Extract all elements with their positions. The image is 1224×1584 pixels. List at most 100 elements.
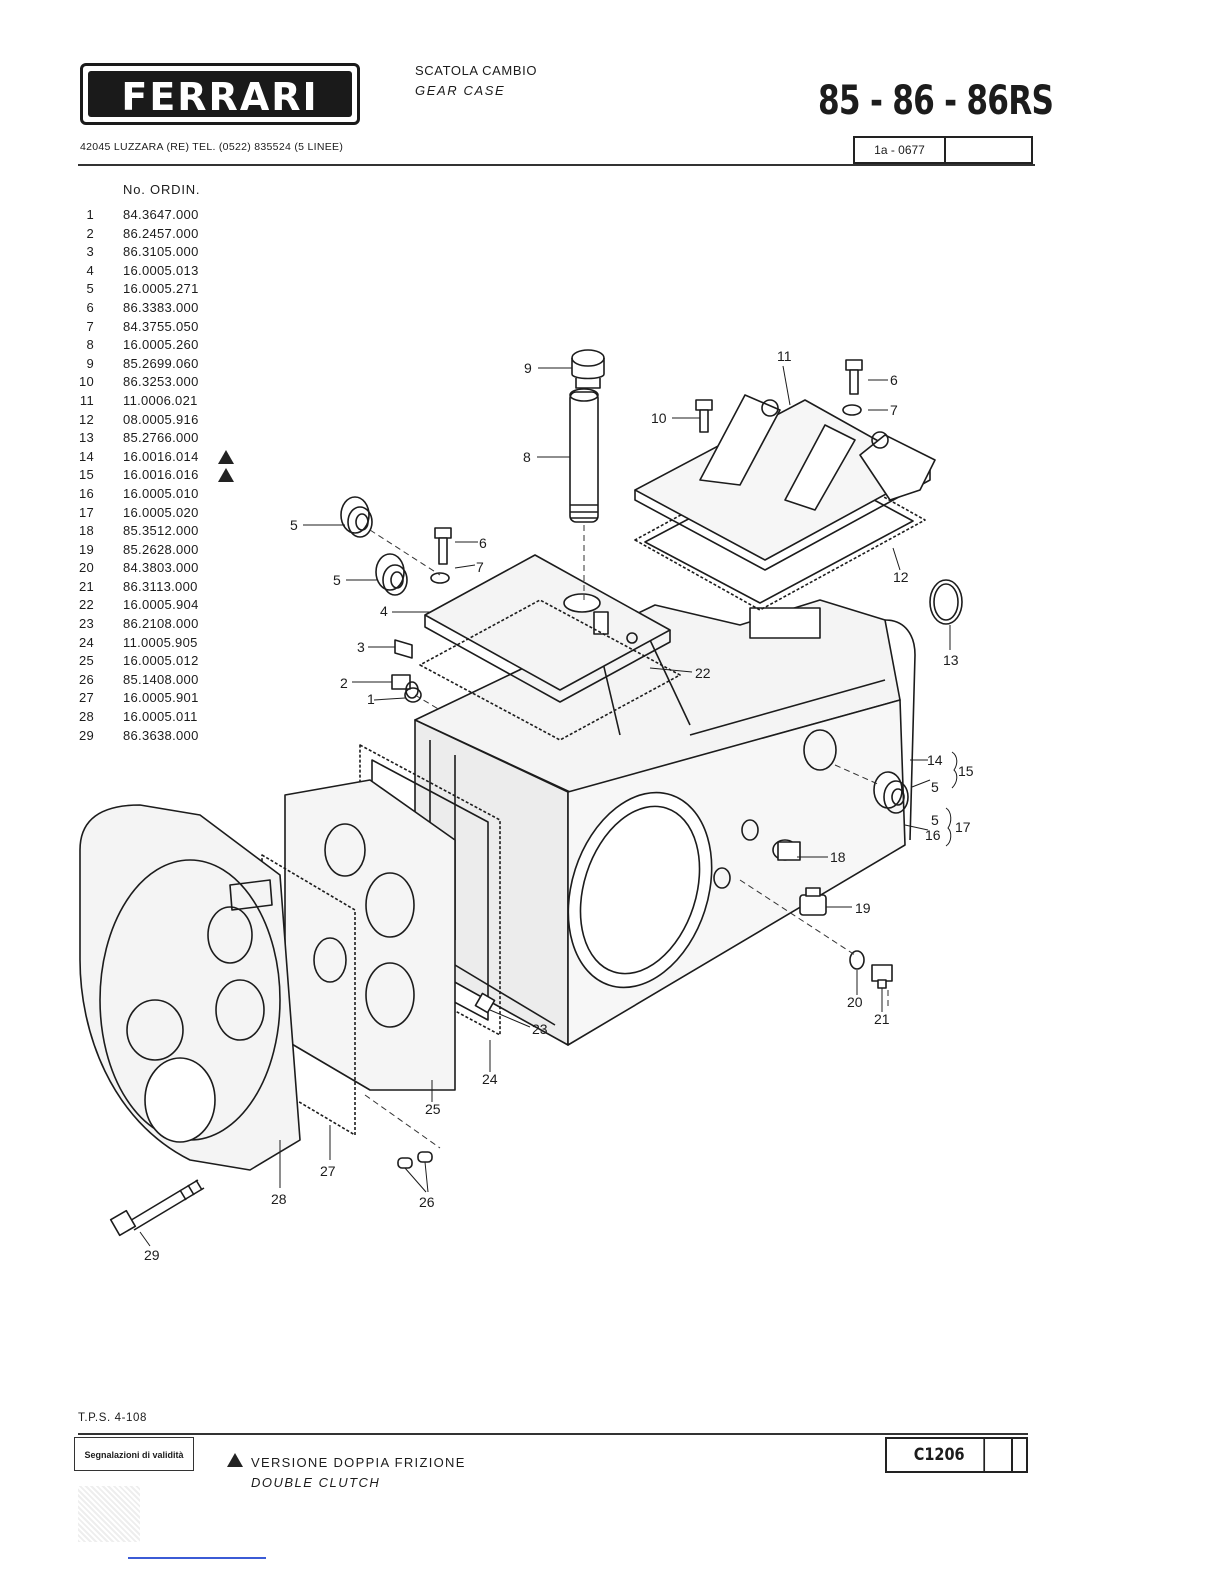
plug-19 [799, 887, 827, 916]
callout-24: 24 [482, 1071, 498, 1087]
part-order-code: 16.0005.260 [123, 337, 199, 353]
callout-20: 20 [847, 994, 863, 1010]
part-item-number: 24 [78, 634, 94, 650]
part-order-code: 16.0005.271 [123, 281, 199, 297]
header-divider [78, 164, 1035, 166]
plug-18 [772, 839, 801, 861]
part-item-number: 21 [78, 578, 94, 594]
part-order-code: 16.0005.901 [123, 690, 199, 706]
bolt-6-top [845, 359, 863, 395]
order-number-header: No. ORDIN. [123, 182, 201, 197]
part-item-number: 28 [78, 709, 94, 725]
bolt-10 [695, 399, 713, 433]
footer-divider [78, 1433, 1028, 1435]
double-clutch-triangle-icon [218, 468, 234, 483]
logo-plate: FERRARI [88, 71, 352, 119]
callout-18: 18 [830, 849, 846, 865]
leader-lines [139, 365, 958, 1247]
part-item-number: 16 [78, 485, 94, 501]
reference-box: 1a - 0677 [853, 136, 1033, 164]
part-order-code: 16.0016.014 [123, 448, 199, 464]
reference-code: 1a - 0677 [855, 138, 946, 162]
model-numbers: 85 - 86 - 86RS [818, 78, 1054, 124]
part-order-code: 86.3105.000 [123, 244, 199, 260]
washer-7-top [842, 404, 862, 416]
callout-5-side-b: 5 [931, 812, 939, 828]
part-order-code: 86.3113.000 [123, 578, 198, 594]
page-code-box: C1206 [885, 1437, 1028, 1473]
part-order-code: 16.0016.016 [123, 467, 199, 483]
part-order-code: 16.0005.020 [123, 504, 199, 520]
part-item-number: 26 [78, 671, 94, 687]
callout-12: 12 [893, 569, 909, 585]
part-order-code: 16.0005.011 [123, 709, 198, 725]
plug-21 [871, 964, 893, 989]
part-order-code: 11.0005.905 [123, 634, 198, 650]
title-italian: SCATOLA CAMBIO [415, 63, 538, 78]
part-item-number: 12 [78, 411, 94, 427]
callout-22: 22 [695, 665, 711, 681]
callout-4: 4 [380, 603, 388, 619]
part-item-number: 2 [86, 225, 94, 241]
inspection-cover [424, 554, 671, 703]
ferrari-logo: FERRARI [80, 63, 360, 125]
callout-6-top: 6 [890, 372, 898, 388]
callout-11: 11 [777, 348, 792, 364]
filler-tube [569, 388, 599, 523]
cover-gasket [419, 599, 681, 741]
part-item-number: 14 [78, 448, 94, 464]
callout-5-upper: 5 [290, 517, 298, 533]
alignment-lines [364, 525, 889, 1149]
double-clutch-triangle-icon [227, 1453, 243, 1467]
bolt-23 [474, 992, 496, 1014]
company-address: 42045 LUZZARA (RE) TEL. (0522) 835524 (5… [80, 141, 344, 153]
callout-13: 13 [943, 652, 959, 668]
spring-3 [394, 639, 413, 659]
legend-english: DOUBLE CLUTCH [251, 1475, 381, 1490]
callout-16: 16 [925, 827, 941, 843]
callout-15: 15 [958, 763, 974, 779]
title-english: GEAR CASE [415, 83, 506, 98]
part-item-number: 23 [78, 616, 94, 632]
washer-1 [404, 687, 422, 703]
part-order-code: 16.0005.904 [123, 597, 199, 613]
part-order-code: 85.1408.000 [123, 671, 199, 687]
part-item-number: 5 [86, 281, 94, 297]
part-item-number: 10 [78, 374, 94, 390]
bottom-link-line [128, 1557, 266, 1559]
gear-case-housing [414, 599, 916, 1046]
page-code: C1206 [895, 1439, 986, 1471]
part-order-code: 86.3383.000 [123, 299, 199, 315]
callout-1: 1 [367, 691, 375, 707]
part-order-code: 16.0005.012 [123, 653, 199, 669]
part-item-number: 25 [78, 653, 94, 669]
callout-23: 23 [532, 1021, 548, 1037]
part-order-code: 85.3512.000 [123, 523, 199, 539]
double-clutch-triangle-icon [218, 449, 234, 464]
part-order-code: 11.0006.021 [123, 392, 198, 408]
callout-26: 26 [419, 1194, 435, 1210]
part-item-number: 6 [86, 299, 94, 315]
tps-reference: T.P.S. 4-108 [78, 1412, 148, 1424]
logo-text: FERRARI [121, 75, 319, 119]
part-order-code: 08.0005.916 [123, 411, 199, 427]
part-item-number: 8 [86, 337, 94, 353]
long-bolt-29 [109, 1179, 205, 1237]
part-order-code: 16.0005.013 [123, 262, 199, 278]
legend-italian: VERSIONE DOPPIA FRIZIONE [251, 1455, 466, 1470]
part-order-code: 84.3647.000 [123, 207, 199, 222]
page-code-divider [1011, 1439, 1013, 1471]
washer-7-cover [430, 572, 450, 584]
part-item-number: 27 [78, 690, 94, 706]
exploded-diagram: 1 2 3 4 5 5 5 5 6 6 7 7 8 9 10 11 12 13 … [79, 348, 974, 1263]
part-item-number: 7 [86, 318, 94, 334]
front-housing [79, 804, 301, 1171]
part-order-code: 86.3638.000 [123, 727, 199, 743]
part-item-number: 3 [86, 244, 94, 260]
shift-cover [634, 394, 936, 571]
part-item-number: 11 [79, 392, 94, 408]
part-item-number: 29 [78, 727, 94, 743]
callout-7-cover: 7 [476, 559, 484, 575]
bushing-5-upper [340, 496, 373, 538]
callout-28: 28 [271, 1191, 287, 1207]
